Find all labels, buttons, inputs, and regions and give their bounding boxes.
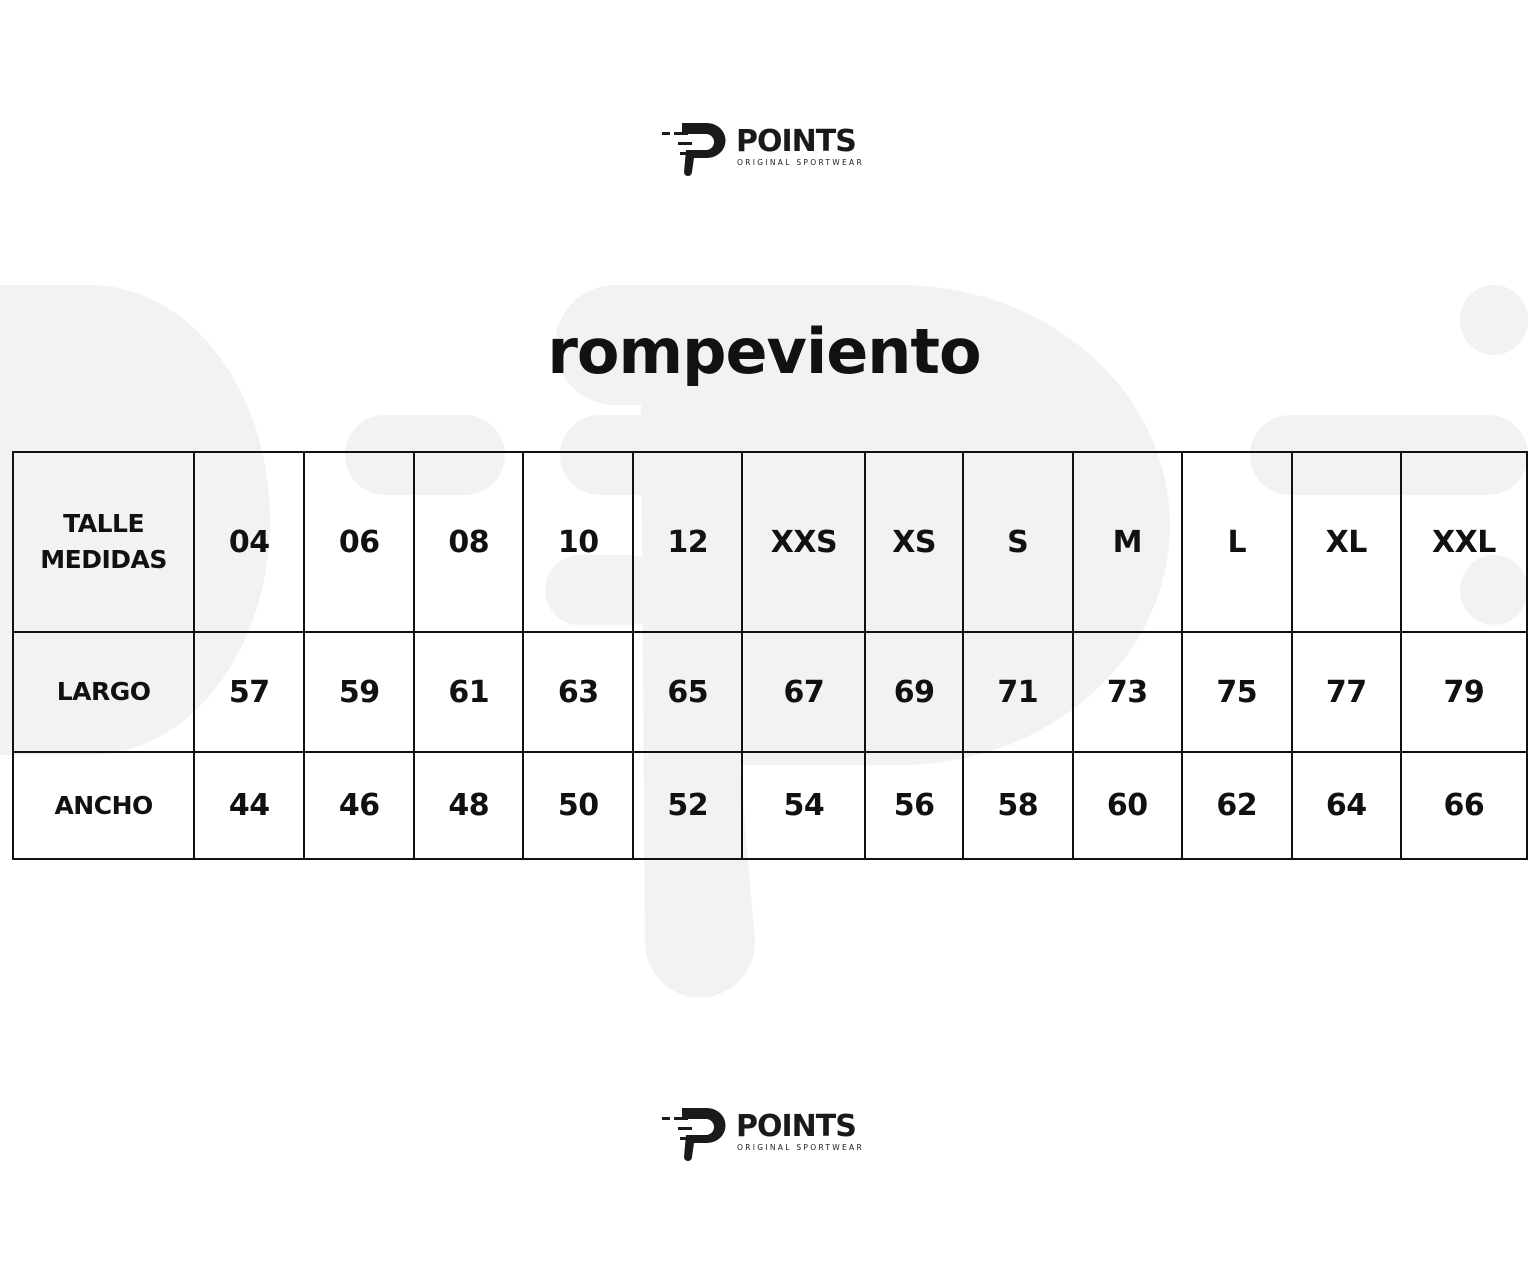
measurement-cell: 58 xyxy=(961,751,1074,860)
measurement-cell: 67 xyxy=(741,631,867,753)
brand-name: POINTS xyxy=(736,124,857,159)
measurement-cell: 60 xyxy=(1071,751,1183,860)
measurement-cell: 46 xyxy=(303,751,416,860)
measurement-cell: 44 xyxy=(193,751,306,860)
measurement-cell: 54 xyxy=(741,751,867,860)
size-header-cell: 12 xyxy=(632,451,744,633)
brand-logo-top: POINTS ORIGINAL SPORTWEAR xyxy=(662,120,872,180)
header-medidas: MEDIDAS xyxy=(40,545,167,574)
size-header-cell: 10 xyxy=(522,451,635,633)
brand-tagline: ORIGINAL SPORTWEAR xyxy=(737,1143,864,1152)
measurement-cell: 59 xyxy=(303,631,416,753)
measurement-cell: 56 xyxy=(864,751,964,860)
row-label: LARGO xyxy=(11,631,196,753)
measurement-cell: 64 xyxy=(1290,751,1402,860)
brand-logo-bottom: POINTS ORIGINAL SPORTWEAR xyxy=(662,1105,872,1165)
points-p-icon xyxy=(662,123,726,176)
header-talle: TALLE xyxy=(63,509,145,538)
measurement-cell: 57 xyxy=(193,631,306,753)
size-header-cell: L xyxy=(1180,451,1293,633)
measurement-cell: 66 xyxy=(1399,751,1528,860)
measurement-cell: 62 xyxy=(1180,751,1293,860)
measurement-cell: 65 xyxy=(632,631,744,753)
measurement-cell: 75 xyxy=(1180,631,1293,753)
measurement-cell: 63 xyxy=(522,631,635,753)
brand-tagline: ORIGINAL SPORTWEAR xyxy=(737,158,864,167)
size-header-cell: M xyxy=(1071,451,1183,633)
page-title: rompeviento xyxy=(547,315,981,388)
size-header-cell: S xyxy=(961,451,1074,633)
size-header-cell: XXL xyxy=(1399,451,1528,633)
header-label-cell: TALLE MEDIDAS xyxy=(11,451,196,633)
brand-name: POINTS xyxy=(736,1109,857,1144)
size-header-cell: XXS xyxy=(741,451,867,633)
measurement-cell: 48 xyxy=(413,751,525,860)
measurement-cell: 61 xyxy=(413,631,525,753)
measurement-cell: 79 xyxy=(1399,631,1528,753)
size-header-cell: 06 xyxy=(303,451,416,633)
points-p-icon xyxy=(662,1108,726,1161)
measurement-cell: 69 xyxy=(864,631,964,753)
size-header-cell: 08 xyxy=(413,451,525,633)
measurement-cell: 52 xyxy=(632,751,744,860)
size-header-cell: 04 xyxy=(193,451,306,633)
row-label: ANCHO xyxy=(11,751,196,860)
measurement-cell: 73 xyxy=(1071,631,1183,753)
measurement-cell: 77 xyxy=(1290,631,1402,753)
size-header-cell: XS xyxy=(864,451,964,633)
measurement-cell: 71 xyxy=(961,631,1074,753)
measurement-cell: 50 xyxy=(522,751,635,860)
size-header-cell: XL xyxy=(1290,451,1402,633)
